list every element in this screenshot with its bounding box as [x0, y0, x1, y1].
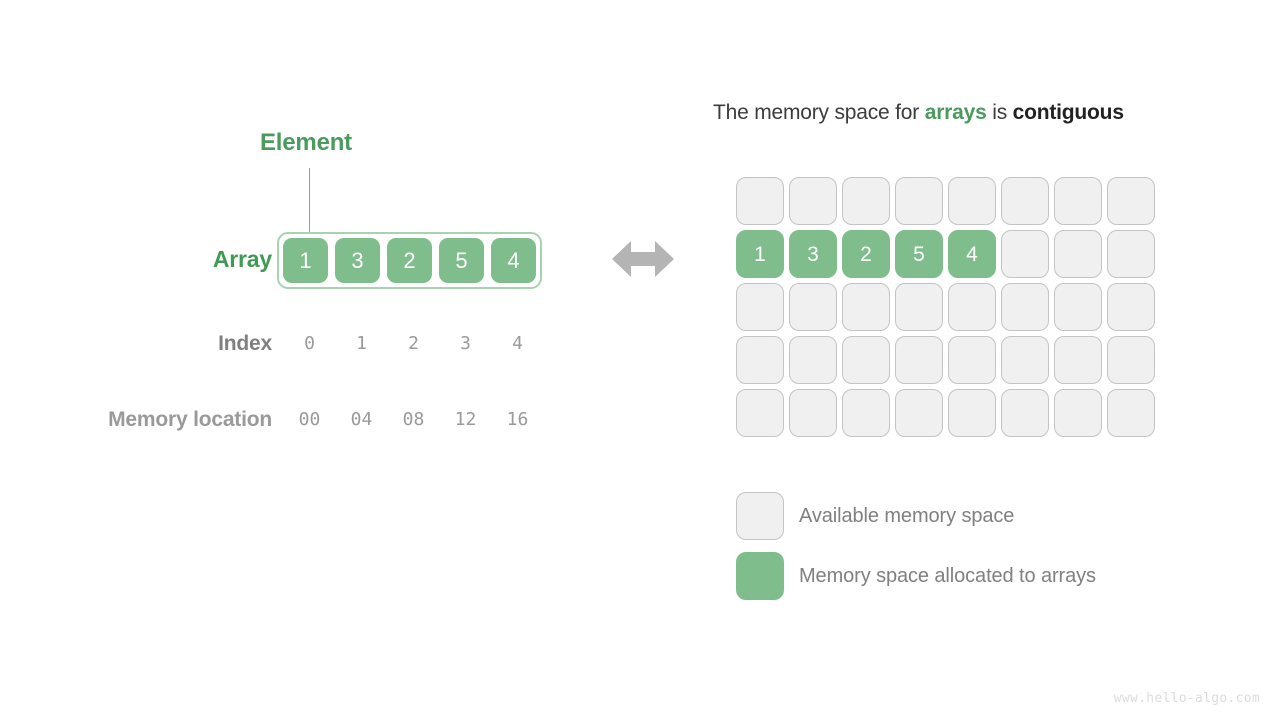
- index-value: 4: [512, 333, 523, 354]
- memory-cell-free: [842, 336, 890, 384]
- array-cell: 2: [387, 238, 432, 283]
- memory-cell-free: [789, 336, 837, 384]
- title-keyword-arrays: arrays: [924, 101, 987, 124]
- memory-location-value: 04: [350, 409, 373, 430]
- memory-cell-free: [1054, 283, 1102, 331]
- memory-cell-free: [736, 336, 784, 384]
- memory-location-value: 00: [298, 409, 321, 430]
- memory-cell-free: [842, 177, 890, 225]
- memory-grid-row: [736, 177, 1155, 225]
- memory-grid-row: [736, 283, 1155, 331]
- memory-cell-free: [789, 177, 837, 225]
- memory-cell-allocated: 4: [948, 230, 996, 278]
- array-cell: 5: [439, 238, 484, 283]
- index-value: 0: [304, 333, 315, 354]
- index-value: 1: [356, 333, 367, 354]
- memory-cell-free: [1054, 336, 1102, 384]
- memory-cell-free: [1001, 283, 1049, 331]
- memory-grid-row: [736, 336, 1155, 384]
- memory-location-value-row: 00 04 08 12 16: [281, 409, 540, 430]
- memory-cell-free: [948, 177, 996, 225]
- memory-cell-free: [895, 283, 943, 331]
- title-middle: is: [986, 101, 1013, 124]
- memory-cell-free: [789, 283, 837, 331]
- memory-cell-free: [1107, 283, 1155, 331]
- legend-label: Memory space allocated to arrays: [799, 564, 1096, 587]
- legend-swatch-allocated: [736, 552, 784, 600]
- index-value: 2: [408, 333, 419, 354]
- legend-swatch-free: [736, 492, 784, 540]
- array-cell: 1: [283, 238, 328, 283]
- equivalence-arrow: [612, 238, 674, 280]
- memory-cell-allocated: 3: [789, 230, 837, 278]
- memory-cell-free: [1107, 389, 1155, 437]
- memory-cell-free: [1054, 230, 1102, 278]
- memory-cell-free: [1054, 177, 1102, 225]
- memory-cell-free: [895, 177, 943, 225]
- memory-location-value: 08: [402, 409, 425, 430]
- index-value: 3: [460, 333, 471, 354]
- memory-cell-free: [1001, 336, 1049, 384]
- title-prefix: The memory space for: [713, 101, 925, 124]
- memory-cell-free: [1107, 230, 1155, 278]
- memory-cell-allocated: 2: [842, 230, 890, 278]
- memory-cell-free: [1001, 230, 1049, 278]
- memory-cell-free: [948, 336, 996, 384]
- title-keyword-contiguous: contiguous: [1012, 101, 1124, 124]
- element-callout-connector-line: [309, 168, 310, 237]
- memory-cell-free: [948, 283, 996, 331]
- memory-panel-title: The memory space for arrays is contiguou…: [713, 101, 1124, 125]
- memory-cell-free: [789, 389, 837, 437]
- index-value-row: 0 1 2 3 4: [281, 333, 540, 354]
- array-cell: 4: [491, 238, 536, 283]
- legend-item: Available memory space: [736, 492, 1096, 540]
- memory-cell-free: [948, 389, 996, 437]
- memory-grid-row: [736, 389, 1155, 437]
- memory-cell-free: [842, 283, 890, 331]
- array-cell: 3: [335, 238, 380, 283]
- memory-cell-free: [1107, 177, 1155, 225]
- memory-location-row-label: Memory location: [108, 408, 272, 431]
- memory-cell-free: [895, 389, 943, 437]
- element-callout-label: Element: [260, 129, 352, 156]
- memory-cell-free: [736, 177, 784, 225]
- memory-cell-allocated: 1: [736, 230, 784, 278]
- index-row-label: Index: [218, 332, 272, 355]
- memory-cell-free: [736, 389, 784, 437]
- memory-cell-allocated: 5: [895, 230, 943, 278]
- legend-item: Memory space allocated to arrays: [736, 552, 1096, 600]
- memory-panel: The memory space for arrays is contiguou…: [700, 0, 1280, 720]
- watermark: www.hello-algo.com: [1113, 691, 1260, 706]
- memory-cell-free: [842, 389, 890, 437]
- memory-cell-free: [1107, 336, 1155, 384]
- memory-cell-free: [895, 336, 943, 384]
- memory-cell-free: [1001, 389, 1049, 437]
- memory-cell-free: [736, 283, 784, 331]
- array-row-label: Array: [212, 246, 272, 272]
- legend-label: Available memory space: [799, 504, 1015, 527]
- memory-location-value: 12: [454, 409, 477, 430]
- memory-cell-free: [1001, 177, 1049, 225]
- memory-location-value: 16: [506, 409, 529, 430]
- memory-cell-free: [1054, 389, 1102, 437]
